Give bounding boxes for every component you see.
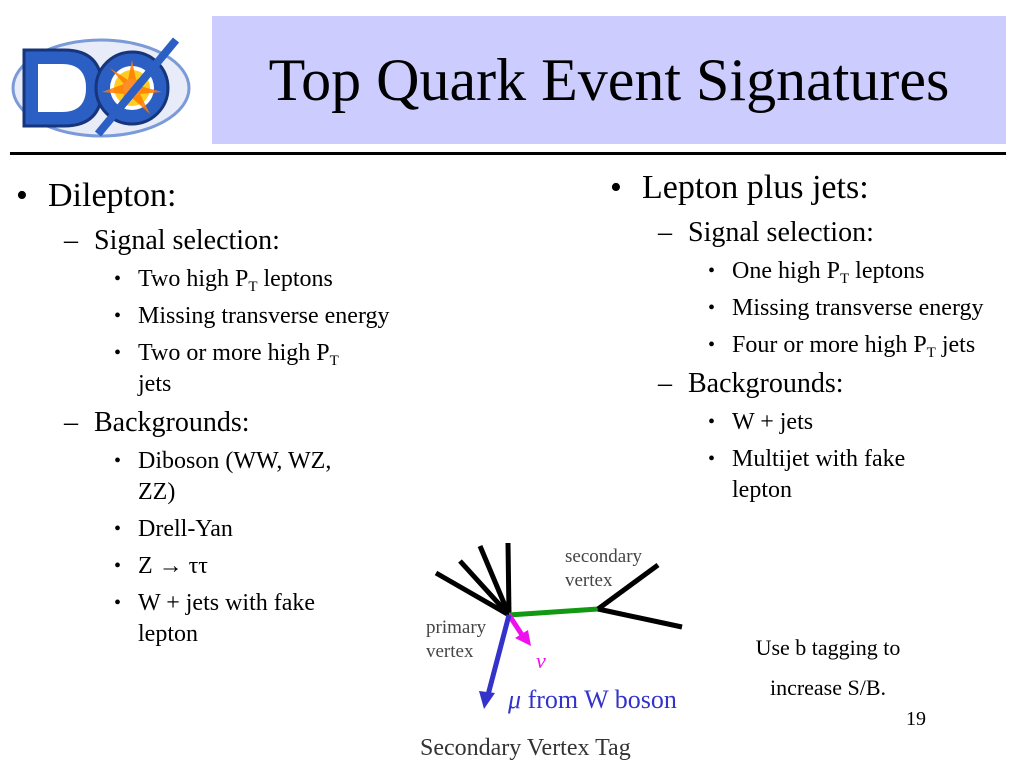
secondary-jets xyxy=(596,562,683,630)
list-item: • Drell-Yan xyxy=(12,514,392,545)
page-number: 19 xyxy=(906,708,926,730)
title-divider xyxy=(10,152,1006,155)
bullet-marker: • xyxy=(708,334,716,356)
list-item-text: Z → ττ xyxy=(138,553,208,579)
jet-track xyxy=(505,542,512,616)
list-item: • Missing transverse energy xyxy=(606,293,996,324)
dilepton-heading-text: Dilepton: xyxy=(48,177,177,214)
bullet-marker: • xyxy=(610,169,622,206)
b-tagging-note-line2: increase S/B. xyxy=(769,675,887,700)
list-item: • Missing transverse energy xyxy=(12,301,392,332)
list-item-text: Diboson (WW, WZ, ZZ) xyxy=(138,448,332,505)
dash-marker: – xyxy=(658,368,672,399)
list-item-text: Two or more high PT jets xyxy=(138,340,339,397)
bullet-marker: • xyxy=(114,305,122,327)
left-column: • Dilepton: – Signal selection: • Two hi… xyxy=(12,176,392,656)
dilepton-heading: • Dilepton: xyxy=(12,176,392,216)
bullet-marker: • xyxy=(114,518,122,540)
list-item: • Multijet with fake lepton xyxy=(606,444,952,506)
signal-selection-heading: – Signal selection: xyxy=(606,216,996,250)
list-item-text: W + jets with fake lepton xyxy=(138,590,316,647)
dash-marker: – xyxy=(658,217,672,248)
bullet-marker: • xyxy=(708,260,716,282)
bullet-marker: • xyxy=(114,342,122,364)
muon-label: μ from W boson xyxy=(507,685,677,714)
signal-selection-text: Signal selection: xyxy=(94,225,280,256)
backgrounds-heading-text: Backgrounds: xyxy=(688,368,844,399)
d0-logo: DØ xyxy=(11,37,191,138)
b-tagging-note: Use b tagging to increase S/B. xyxy=(716,628,940,708)
primary-vertex-label-2: vertex xyxy=(426,641,474,662)
list-item-text: Two high PT leptons xyxy=(138,266,333,295)
list-item-text: Four or more high PT jets xyxy=(732,332,976,361)
b-tagging-note-line1: Use b tagging to xyxy=(755,635,901,660)
list-item-text: Drell-Yan xyxy=(138,516,233,542)
bullet-marker: • xyxy=(708,448,716,470)
muon-arrowhead xyxy=(479,691,495,709)
dash-marker: – xyxy=(64,225,78,256)
list-item: • One high PT leptons xyxy=(606,256,996,287)
jet-track xyxy=(477,545,512,616)
bullet-marker: • xyxy=(708,411,716,433)
right-column: • Lepton plus jets: – Signal selection: … xyxy=(606,168,996,512)
secondary-vertex-diagram: secondary vertex primary vertex ν μ from… xyxy=(420,542,683,761)
bullet-marker: • xyxy=(114,555,122,577)
backgrounds-heading: – Backgrounds: xyxy=(12,406,392,440)
bullet-marker: • xyxy=(114,450,122,472)
slide-title: Top Quark Event Signatures xyxy=(268,47,950,113)
list-item-text: Missing transverse energy xyxy=(732,295,984,321)
list-item: • W + jets xyxy=(606,407,996,438)
list-item: • Two high PT leptons xyxy=(12,264,392,295)
signal-selection-heading: – Signal selection: xyxy=(12,224,392,258)
list-item-text: Multijet with fake lepton xyxy=(732,446,906,503)
lepton-plus-jets-heading: • Lepton plus jets: xyxy=(606,168,996,208)
diagram-caption: Secondary Vertex Tag xyxy=(420,735,631,761)
list-item-text: One high PT leptons xyxy=(732,258,925,287)
jet-track xyxy=(434,570,511,618)
primary-vertex-label-1: primary xyxy=(426,617,487,638)
secondary-vertex-label-1: secondary xyxy=(565,546,643,567)
bullet-marker: • xyxy=(16,177,28,214)
list-item: • Four or more high PT jets xyxy=(606,330,996,361)
muon-track xyxy=(485,614,512,696)
bullet-marker: • xyxy=(114,592,122,614)
list-item: • Diboson (WW, WZ, ZZ) xyxy=(12,446,358,508)
title-banner xyxy=(212,16,1006,144)
lepton-plus-jets-heading-text: Lepton plus jets: xyxy=(642,169,869,206)
jet-track xyxy=(596,562,660,612)
backgrounds-heading-text: Backgrounds: xyxy=(94,407,250,438)
list-item-text: W + jets xyxy=(732,409,814,435)
neutrino-arrowhead xyxy=(515,630,531,646)
secondary-vertex-label-2: vertex xyxy=(565,570,613,591)
jet-track xyxy=(458,559,511,617)
jet-track xyxy=(597,606,683,630)
list-item-text: Missing transverse energy xyxy=(138,303,390,329)
b-decay-track xyxy=(508,606,599,618)
backgrounds-heading: – Backgrounds: xyxy=(606,367,996,401)
bullet-marker: • xyxy=(114,268,122,290)
neutrino-label: ν xyxy=(536,648,546,673)
list-item: • W + jets with fake lepton xyxy=(12,588,358,650)
dash-marker: – xyxy=(64,407,78,438)
primary-jets xyxy=(434,542,512,618)
list-item: • Two or more high PT jets xyxy=(12,338,378,400)
signal-selection-text: Signal selection: xyxy=(688,217,874,248)
bullet-marker: • xyxy=(708,297,716,319)
list-item: • Z → ττ xyxy=(12,551,392,582)
